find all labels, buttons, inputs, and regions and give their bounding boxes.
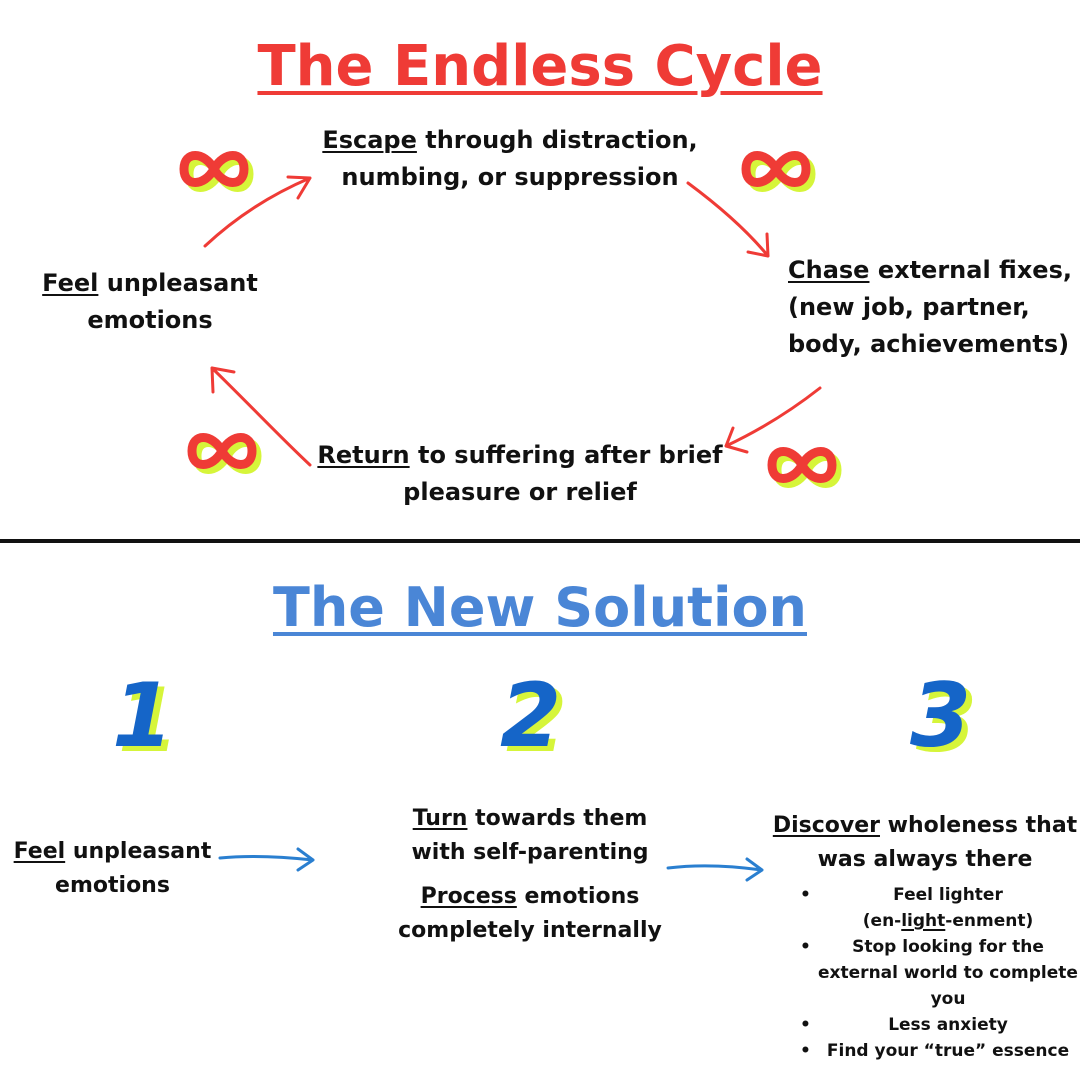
feel-keyword: Feel xyxy=(42,269,99,297)
escape-keyword: Escape xyxy=(322,126,417,154)
feel-text-line2: emotions xyxy=(87,306,213,334)
step1-text-line2: emotions xyxy=(55,873,170,898)
solution-title: The New Solution xyxy=(272,576,807,639)
step-number-3: 3 xyxy=(910,664,972,767)
step1-keyword: Feel xyxy=(13,839,66,864)
chase-text-line3: body, achievements) xyxy=(788,330,1070,358)
list-item-text: Less anxiety xyxy=(888,1015,1008,1035)
chase-text: external fixes, xyxy=(869,256,1072,284)
outcomes-list: Feel lighter (en-light-enment) Stop look… xyxy=(790,882,1080,1064)
infinity-icon xyxy=(187,433,262,474)
feel-text: unpleasant xyxy=(98,269,258,297)
step3-keyword: Discover xyxy=(772,813,880,838)
chase-text-line2: (new job, partner, xyxy=(788,293,1030,321)
step-number-1: 1 xyxy=(112,664,174,767)
step2-keyword: Turn xyxy=(412,806,468,831)
infinity-icon xyxy=(179,151,254,192)
cycle-step-escape: Escape through distraction, numbing, or … xyxy=(300,122,720,196)
return-keyword: Return xyxy=(317,441,410,469)
return-text-line2: pleasure or relief xyxy=(403,478,637,506)
solution-step-3: Discover wholeness that was always there xyxy=(770,809,1080,877)
list-item-text: -enment) xyxy=(945,911,1034,931)
chase-keyword: Chase xyxy=(788,256,870,284)
solution-arrow-2-to-3 xyxy=(666,857,764,882)
list-item-text: Find your “true” essence xyxy=(826,1041,1070,1061)
cycle-step-return: Return to suffering after brief pleasure… xyxy=(300,437,740,511)
step-number-2: 2 xyxy=(500,664,562,767)
list-item-text: Feel lighter xyxy=(893,885,1003,905)
list-item: Less anxiety xyxy=(790,1012,1080,1038)
solution-step-2: Turn towards them with self-parenting Pr… xyxy=(385,802,675,948)
cycle-title: The Endless Cycle xyxy=(257,34,823,99)
solution-arrow-1-to-2 xyxy=(218,847,315,872)
list-item: Feel lighter (en-light-enment) xyxy=(790,882,1080,934)
step2-text: towards them xyxy=(467,806,648,831)
step2-text-line2: with self-parenting xyxy=(411,840,649,865)
list-item: Find your “true” essence xyxy=(790,1038,1080,1064)
section-divider xyxy=(0,539,1080,543)
step1-text: unpleasant xyxy=(65,839,212,864)
step2-keyword2: Process xyxy=(420,884,517,909)
step2-text-line4: completely internally xyxy=(398,918,662,943)
list-item-text: Stop looking for the external world to c… xyxy=(818,937,1078,1009)
step2-text2: emotions xyxy=(516,884,640,909)
cycle-arrow-return-to-feel xyxy=(210,366,312,467)
cycle-arrow-escape-to-chase xyxy=(686,181,770,258)
list-item: Stop looking for the external world to c… xyxy=(790,934,1080,1012)
cycle-arrow-feel-to-escape xyxy=(203,175,312,248)
step3-text-line2: was always there xyxy=(817,847,1033,872)
cycle-step-chase: Chase external fixes, (new job, partner,… xyxy=(788,252,1080,363)
step3-text: wholeness that xyxy=(879,813,1078,838)
light-emphasis: light xyxy=(901,911,946,931)
solution-step-1: Feel unpleasant emotions xyxy=(10,835,215,903)
infinity-icon xyxy=(741,151,816,192)
infinity-icon xyxy=(767,447,842,488)
list-item-text: (en- xyxy=(862,911,902,931)
escape-text: through distraction, xyxy=(416,126,698,154)
escape-text-line2: numbing, or suppression xyxy=(341,163,679,191)
cycle-step-feel: Feel unpleasant emotions xyxy=(30,265,270,339)
return-text: to suffering after brief xyxy=(409,441,723,469)
cycle-arrow-chase-to-return xyxy=(724,386,822,454)
